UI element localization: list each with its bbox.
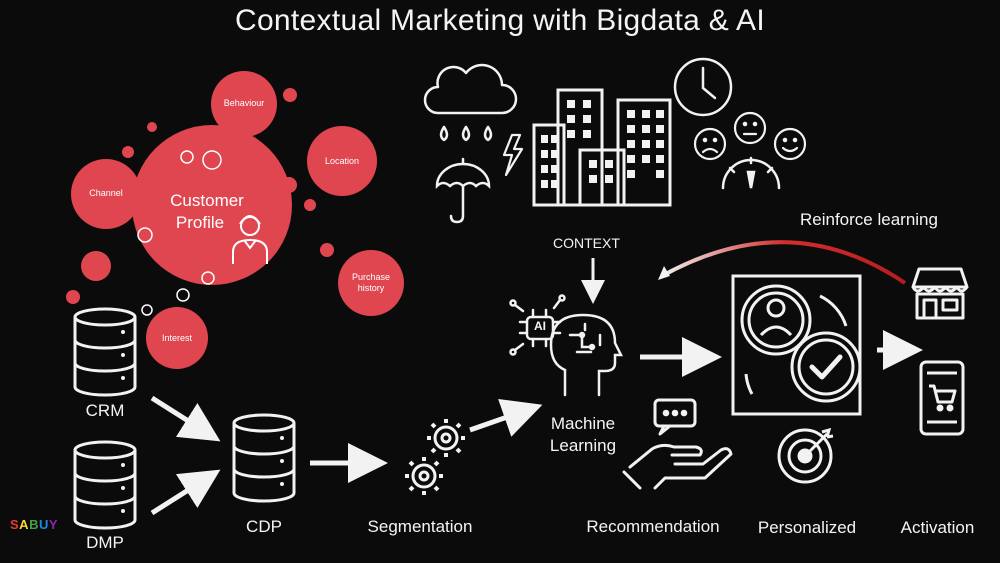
activation-label: Activation xyxy=(900,518,975,537)
customer-profile-label: Customer Profile xyxy=(152,190,262,234)
personalized-label: Personalized xyxy=(757,518,857,537)
customer-profile-line2: Profile xyxy=(175,213,225,232)
lightning-icon xyxy=(502,133,524,177)
mobile-cart-icon xyxy=(919,360,965,436)
gears-icon xyxy=(405,419,465,495)
crm-label: CRM xyxy=(85,401,125,420)
purchase-history-label: Purchase history xyxy=(341,272,401,294)
purchase-history-bubble xyxy=(338,250,404,316)
interest-label: Interest xyxy=(161,333,192,343)
arrow-dmp-cdp xyxy=(150,469,221,516)
flow-arrows xyxy=(150,330,923,516)
gauge-icon xyxy=(721,156,781,190)
interest-bubble xyxy=(146,307,208,369)
rain-cloud-icon xyxy=(423,63,518,142)
customer-profile-cluster xyxy=(66,71,404,369)
profile-check-icon xyxy=(731,274,862,416)
channel-label: Channel xyxy=(89,188,123,198)
logo-letter-s: S xyxy=(10,517,20,532)
context-label: CONTEXT xyxy=(553,235,620,251)
database-icon-cdp xyxy=(232,413,296,503)
reinforce-learning-label: Reinforce learning xyxy=(800,210,938,229)
umbrella-icon xyxy=(435,157,491,224)
buildings-icon xyxy=(532,88,672,207)
behaviour-label: Behaviour xyxy=(223,98,265,108)
page-title: Contextual Marketing with Bigdata & AI xyxy=(234,4,765,37)
segmentation-label: Segmentation xyxy=(367,517,473,536)
ai-brain-icon xyxy=(509,294,624,397)
machine-learning-line2: Learning xyxy=(549,436,617,455)
logo-letter-y: Y xyxy=(48,517,59,532)
reinforce-arrowhead xyxy=(658,266,670,280)
sabuy-logo: SABUY xyxy=(10,517,58,532)
database-icon-dmp xyxy=(73,440,137,530)
recommendation-label: Recommendation xyxy=(586,517,720,536)
machine-learning-label: Machine Learning xyxy=(538,413,628,457)
logo-letter-b: B xyxy=(29,517,39,532)
logo-letter-a: A xyxy=(19,517,30,532)
store-icon xyxy=(911,267,969,320)
location-label: Location xyxy=(324,156,360,166)
purchase-history-line1: Purchase xyxy=(351,272,391,282)
arrow-segmentation-ml xyxy=(469,399,543,437)
emotion-faces-icon xyxy=(693,111,807,161)
ai-badge: AI xyxy=(534,319,546,333)
database-icon-crm xyxy=(73,307,137,397)
arrow-crm-cdp xyxy=(150,395,221,442)
behaviour-bubble xyxy=(211,71,277,137)
channel-bubble xyxy=(71,159,141,229)
decorative-bubbles xyxy=(66,88,334,304)
reinforce-arc xyxy=(661,240,907,285)
small-bubble xyxy=(81,251,111,281)
inner-ring-bubbles xyxy=(137,150,222,316)
purchase-history-line2: history xyxy=(357,283,385,293)
cdp-label: CDP xyxy=(246,517,282,536)
target-icon xyxy=(777,427,834,484)
logo-letter-u: U xyxy=(38,517,49,532)
machine-learning-line1: Machine xyxy=(550,414,616,433)
customer-profile-line1: Customer xyxy=(170,191,244,210)
dmp-label: DMP xyxy=(86,533,124,552)
chat-hand-icon xyxy=(622,398,733,490)
location-bubble xyxy=(307,126,377,196)
clock-icon xyxy=(673,57,733,117)
person-icon xyxy=(232,215,268,264)
